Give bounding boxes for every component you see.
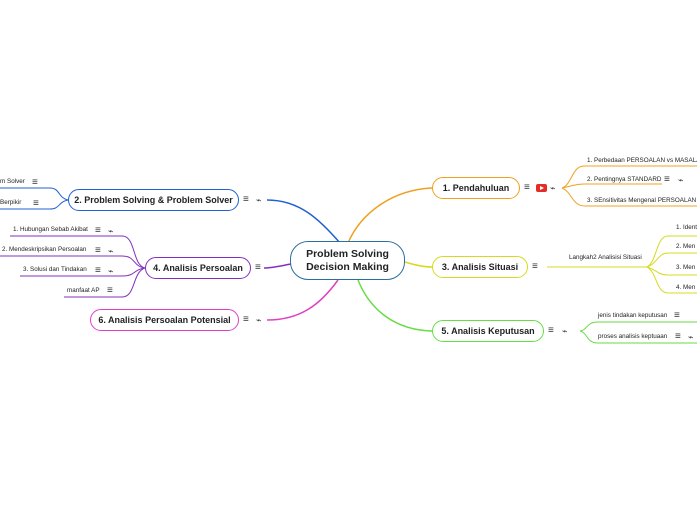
central-topic[interactable]: Problem Solving Decision Making: [290, 241, 405, 280]
attachment-icon[interactable]: ⌁: [678, 175, 684, 185]
pendahuluan-item-1[interactable]: 1. Perbedaan PERSOALAN vs MASALAH: [587, 157, 697, 164]
persoalan-item-2[interactable]: 2. Mendeskripsikan Persoalan: [2, 246, 87, 253]
note-icon[interactable]: ≡: [243, 314, 249, 325]
note-icon[interactable]: ≡: [95, 245, 101, 256]
persoalan-item-4[interactable]: manfaat AP: [67, 287, 100, 294]
problem-solving-sub-connectors: [0, 187, 69, 210]
note-icon[interactable]: ≡: [664, 174, 670, 185]
topic-analisis-situasi-label: 3. Analisis Situasi: [441, 262, 519, 272]
persoalan-item-3[interactable]: 3. Solusi dan Tindakan: [23, 266, 87, 273]
note-icon[interactable]: ≡: [107, 285, 113, 296]
central-topic-line2: Decision Making: [306, 260, 389, 273]
connector-situasi: [404, 261, 433, 268]
attachment-icon[interactable]: ⌁: [256, 315, 262, 325]
situasi-item-1[interactable]: 1. Identi: [676, 224, 697, 231]
attachment-icon[interactable]: ⌁: [108, 226, 114, 236]
connector-pendahuluan: [347, 187, 433, 244]
situasi-sub-connectors: [547, 235, 697, 294]
note-icon[interactable]: ≡: [95, 265, 101, 276]
pendahuluan-item-3[interactable]: 3. SEnsitivitas Mengenal PERSOALAN: [587, 197, 697, 204]
youtube-icon[interactable]: [536, 184, 547, 192]
attachment-icon[interactable]: ⌁: [550, 183, 556, 193]
situasi-item-2[interactable]: 2. Men: [676, 243, 696, 250]
attachment-icon[interactable]: ⌁: [562, 326, 568, 336]
note-icon[interactable]: ≡: [674, 310, 680, 321]
note-icon[interactable]: ≡: [532, 261, 538, 272]
situasi-item-3[interactable]: 3. Men: [676, 264, 696, 271]
problem-solving-item-1[interactable]: m Solver: [0, 178, 25, 185]
attachment-icon[interactable]: ⌁: [108, 266, 114, 276]
keputusan-item-1[interactable]: jenis tindakan keputusan: [598, 312, 668, 319]
note-icon[interactable]: ≡: [524, 182, 530, 193]
note-icon[interactable]: ≡: [243, 194, 249, 205]
topic-problem-solving[interactable]: 2. Problem Solving & Problem Solver: [68, 189, 239, 211]
note-icon[interactable]: ≡: [255, 262, 261, 273]
pendahuluan-sub-connectors: [561, 165, 697, 207]
topic-analisis-situasi[interactable]: 3. Analisis Situasi: [432, 256, 528, 278]
note-icon[interactable]: ≡: [33, 198, 39, 209]
situasi-item-4[interactable]: 4. Men: [676, 284, 696, 291]
problem-solving-item-2[interactable]: Berpikir: [0, 199, 22, 206]
note-icon[interactable]: ≡: [32, 177, 38, 188]
attachment-icon[interactable]: ⌁: [256, 195, 262, 205]
note-icon[interactable]: ≡: [95, 225, 101, 236]
pendahuluan-item-2[interactable]: 2. Pentingnya STANDARD: [587, 176, 662, 183]
topic-pendahuluan-label: 1. Pendahuluan: [442, 183, 510, 193]
connector-persoalan: [263, 263, 292, 269]
note-icon[interactable]: ≡: [675, 331, 681, 342]
keputusan-sub-connectors: [579, 321, 697, 344]
keputusan-item-2[interactable]: proses analisis keptuaan: [598, 333, 668, 340]
topic-problem-solving-label: 2. Problem Solving & Problem Solver: [74, 195, 233, 205]
situasi-subtopic[interactable]: Langkah2 Analisisi Situasi: [569, 254, 642, 261]
persoalan-sub-connectors: [0, 235, 146, 298]
central-topic-line1: Problem Solving: [306, 247, 389, 260]
topic-analisis-persoalan-label: 4. Analisis Persoalan: [153, 263, 243, 273]
connector-keputusan: [357, 279, 433, 332]
topic-pendahuluan[interactable]: 1. Pendahuluan: [432, 177, 520, 199]
topic-analisis-keputusan-label: 5. Analisis Keputusan: [441, 326, 535, 336]
attachment-icon[interactable]: ⌁: [108, 246, 114, 256]
connector-potensial: [266, 279, 339, 321]
persoalan-item-1[interactable]: 1. Hubungan Sebab Akibat: [13, 226, 88, 233]
topic-analisis-persoalan[interactable]: 4. Analisis Persoalan: [145, 257, 251, 279]
topic-analisis-keputusan[interactable]: 5. Analisis Keputusan: [432, 320, 544, 342]
topic-analisis-persoalan-potensial-label: 6. Analisis Persoalan Potensial: [98, 315, 231, 325]
attachment-icon[interactable]: ⌁: [688, 332, 694, 342]
note-icon[interactable]: ≡: [548, 325, 554, 336]
topic-analisis-persoalan-potensial[interactable]: 6. Analisis Persoalan Potensial: [90, 309, 239, 331]
connector-problem-solving: [266, 199, 341, 244]
